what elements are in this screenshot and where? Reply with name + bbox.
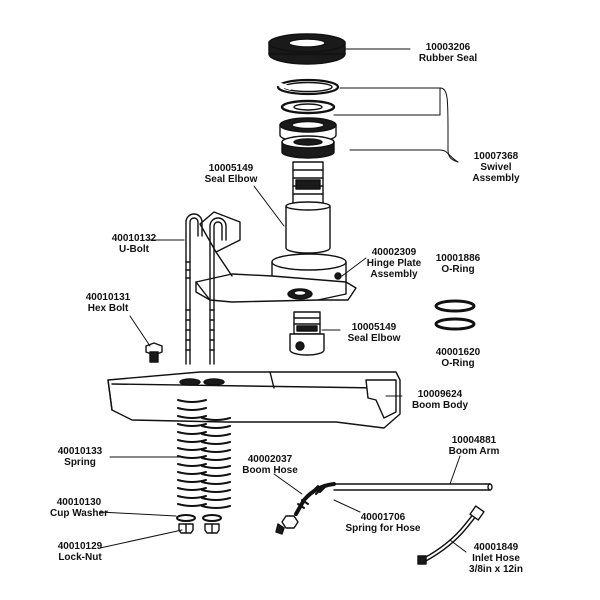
spring-left-part xyxy=(177,399,207,507)
boom-hose-part xyxy=(275,482,336,535)
label-rubber-seal: 10003206 Rubber Seal xyxy=(410,42,486,64)
part-name: O-Ring xyxy=(441,264,475,275)
label-inlet-hose: 40001849 Inlet Hose 3/8in x 12in xyxy=(456,542,536,575)
part-number: 40002309 xyxy=(371,247,417,258)
part-name: Inlet Hose xyxy=(472,553,520,564)
boom-body-part xyxy=(107,371,401,429)
leader-lines xyxy=(99,48,467,553)
part-number: 40001706 xyxy=(360,512,406,523)
part-number: 10004881 xyxy=(451,435,497,446)
label-hinge-plate-assembly: 40002309 Hinge Plate Assembly xyxy=(356,247,432,280)
part-name: Spring xyxy=(64,457,96,468)
part-number: 40010130 xyxy=(56,497,102,508)
part-number: 10007368 xyxy=(473,151,519,162)
part-number: 10005149 xyxy=(208,163,254,174)
label-spring: 40010133 Spring xyxy=(50,446,110,468)
part-name: Hinge Plate xyxy=(366,258,422,269)
label-seal-elbow-lower: 10005149 Seal Elbow xyxy=(338,322,410,344)
part-name: Swivel xyxy=(480,162,512,173)
part-name-line2: Assembly xyxy=(472,173,520,184)
bearing-lower-part xyxy=(281,135,335,159)
part-name: Lock-Nut xyxy=(58,552,102,563)
lock-nut-part xyxy=(178,523,220,534)
part-number: 40010132 xyxy=(111,233,157,244)
part-number: 40010131 xyxy=(85,292,131,303)
hinge-plate-part xyxy=(195,211,357,303)
label-hex-bolt: 40010131 Hex Bolt xyxy=(78,292,138,314)
part-number: 40002037 xyxy=(247,454,293,465)
hex-bolt-part xyxy=(145,342,163,363)
part-number: 10001886 xyxy=(435,253,481,264)
label-boom-body: 10009624 Boom Body xyxy=(404,389,476,411)
part-number: 10009624 xyxy=(417,389,463,400)
part-name: Seal Elbow xyxy=(347,333,401,344)
cup-washer-part xyxy=(176,514,222,522)
u-bolt-part xyxy=(185,213,227,365)
o-ring-upper-part xyxy=(434,299,476,313)
label-u-bolt: 40010132 U-Bolt xyxy=(104,233,164,255)
label-o-ring-lower: 40001620 O-Ring xyxy=(428,347,488,369)
part-name: Boom Hose xyxy=(242,465,298,476)
label-lock-nut: 40010129 Lock-Nut xyxy=(50,541,110,563)
label-swivel-assembly: 10007368 Swivel Assembly xyxy=(458,151,534,184)
part-number: 10003206 xyxy=(425,42,471,53)
part-name: Boom Body xyxy=(411,400,469,411)
label-spring-for-hose: 40001706 Spring for Hose xyxy=(340,512,426,534)
part-name: Boom Arm xyxy=(448,446,500,457)
part-number: 40001620 xyxy=(435,347,481,358)
inlet-hose-part xyxy=(417,505,485,565)
part-number: 40010133 xyxy=(57,446,103,457)
snap-ring-part xyxy=(276,78,340,96)
seal-elbow-lower-part xyxy=(289,311,325,356)
part-name: Hex Bolt xyxy=(87,303,129,314)
label-boom-arm: 10004881 Boom Arm xyxy=(442,435,506,457)
label-boom-hose: 40002037 Boom Hose xyxy=(236,454,304,476)
part-number: 10005149 xyxy=(351,322,397,333)
seal-elbow-upper-part xyxy=(285,161,331,254)
part-name: Rubber Seal xyxy=(418,53,478,64)
part-number: 40010129 xyxy=(57,541,103,552)
label-o-ring-upper: 10001886 O-Ring xyxy=(428,253,488,275)
part-name: O-Ring xyxy=(441,358,475,369)
rubber-seal-part xyxy=(268,33,346,65)
washer-ring-part xyxy=(280,99,336,115)
part-name: Seal Elbow xyxy=(204,174,258,185)
label-seal-elbow-upper: 10005149 Seal Elbow xyxy=(196,163,266,185)
boom-arm-part xyxy=(333,483,493,491)
o-ring-lower-part xyxy=(434,317,476,331)
part-name: Spring for Hose xyxy=(345,523,421,534)
part-name-line2: 3/8in x 12in xyxy=(469,564,523,575)
part-name: Cup Washer xyxy=(50,508,108,519)
part-name: U-Bolt xyxy=(119,244,149,255)
spring-right-part xyxy=(201,417,231,509)
label-cup-washer: 40010130 Cup Washer xyxy=(44,497,114,519)
part-number: 40001849 xyxy=(473,542,519,553)
part-name-line2: Assembly xyxy=(370,269,418,280)
